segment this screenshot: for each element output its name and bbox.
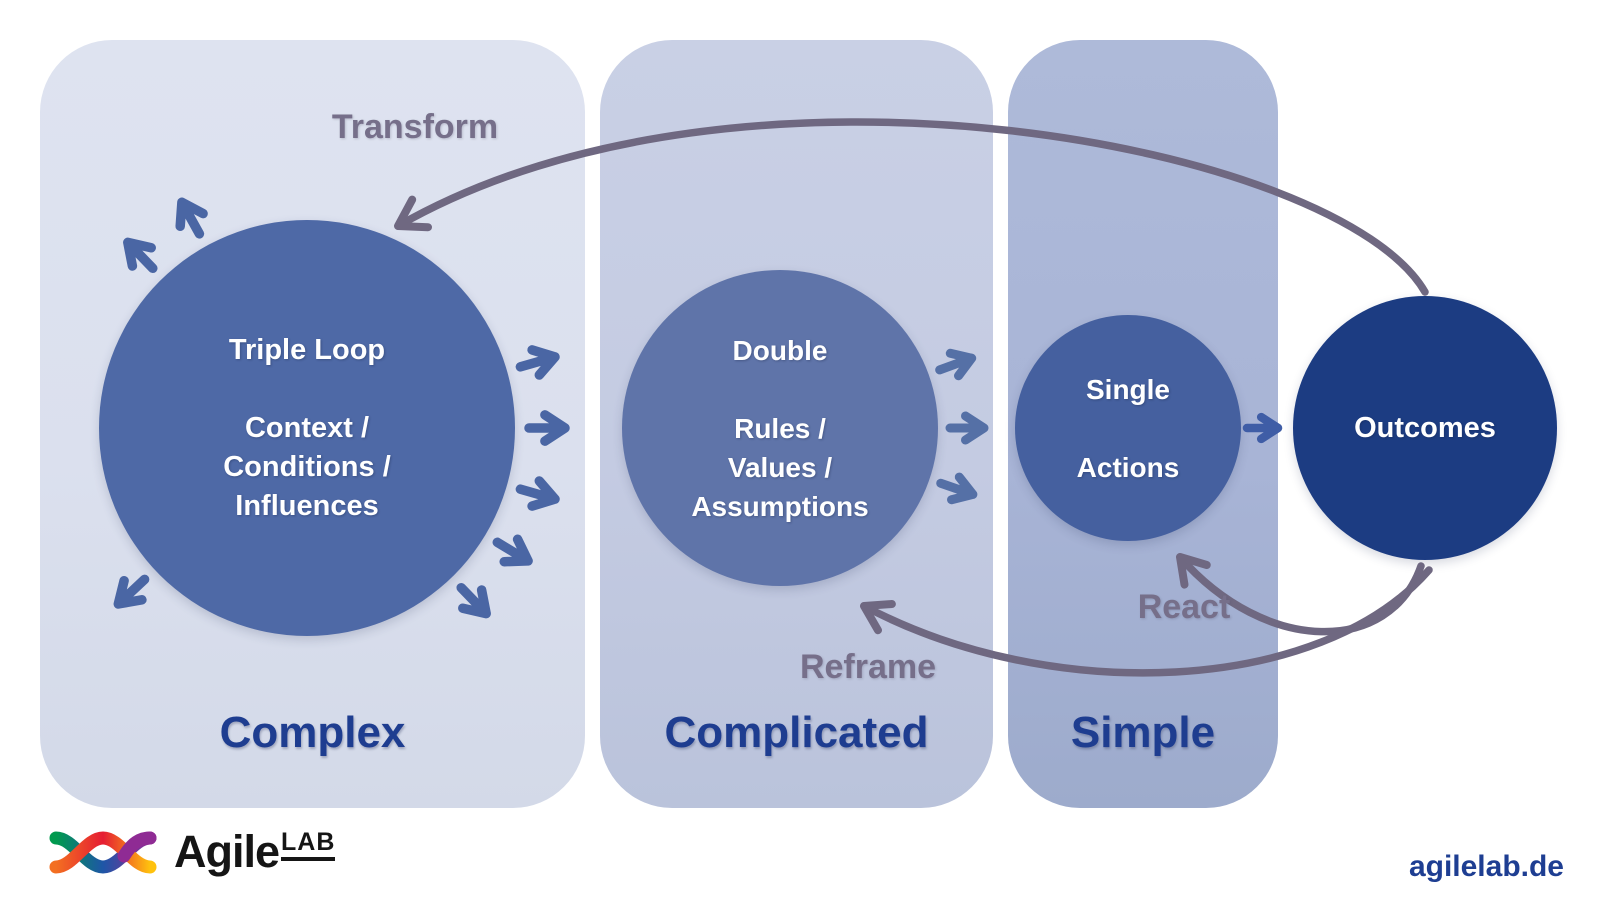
circle-text-line: Influences bbox=[235, 489, 379, 522]
brand-name: Agile bbox=[174, 825, 280, 877]
outcomes-circle: Outcomes bbox=[1293, 296, 1557, 560]
circle-text-line: Rules / bbox=[734, 412, 826, 444]
circle-text-line: Context / bbox=[244, 411, 370, 444]
reframe-label: Reframe bbox=[799, 648, 937, 686]
triple-loop-circle: Triple Loop Context / Conditions / Influ… bbox=[99, 220, 515, 636]
circle-text-line: Conditions / bbox=[223, 450, 391, 483]
circle-text-line: Triple Loop bbox=[228, 333, 386, 366]
brand-lab-superscript: LAB bbox=[281, 829, 336, 861]
double-loop-circle: Double Rules / Values / Assumptions bbox=[622, 270, 938, 586]
circle-text-line: Values / bbox=[727, 451, 833, 483]
category-label-simple: Simple bbox=[1070, 708, 1216, 757]
website-link: agilelab.de bbox=[1408, 850, 1564, 883]
dna-helix-icon bbox=[49, 831, 157, 874]
transform-label: Transform bbox=[331, 108, 499, 146]
category-label-complicated: Complicated bbox=[664, 708, 929, 757]
circle-text-line: Assumptions bbox=[691, 490, 869, 522]
react-label: React bbox=[1137, 588, 1231, 626]
circle-text-line: Actions bbox=[1076, 451, 1180, 483]
circle-text-line: Outcomes bbox=[1354, 411, 1496, 444]
circle-text-line: Double bbox=[732, 334, 828, 366]
circle-text-line: Single bbox=[1085, 373, 1170, 405]
single-loop-circle: Single Actions bbox=[1015, 315, 1241, 541]
agilelab-logo: Agile LAB bbox=[48, 822, 336, 880]
category-label-complex: Complex bbox=[219, 708, 406, 757]
